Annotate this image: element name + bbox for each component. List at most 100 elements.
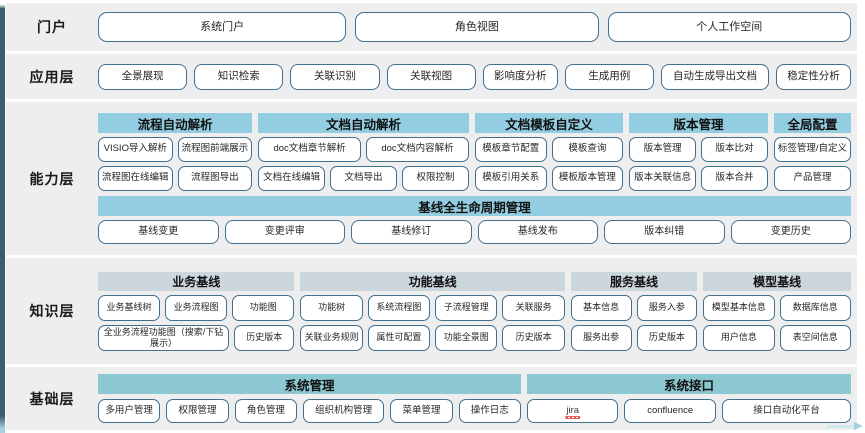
lifecycle-item-change-history[interactable]: 变更历史 [730, 220, 851, 244]
capability-row: 模板引用关系 模板版本管理 [474, 166, 624, 191]
know-item-business-baseline-tree[interactable]: 业务基线树 [98, 294, 161, 321]
knowledge-group-function-baseline: 功能树 系统流程图 子流程管理 关联服务 关联业务规则 属性可配置 功能全景图 … [300, 294, 565, 351]
know-item-tablespace-info[interactable]: 表空间信息 [779, 324, 851, 351]
lifecycle-item-version-correction[interactable]: 版本纠错 [604, 220, 725, 244]
know-item-user-info[interactable]: 用户信息 [703, 324, 775, 351]
know-item-service-output-params[interactable]: 服务出参 [570, 324, 632, 351]
capability-row: VISIO导入解析 流程图前端展示 [98, 137, 253, 162]
layer-capability: 能力层 流程自动解析 文档自动解析 文档模板自定义 版本管理 全局配置 VISI… [6, 102, 857, 255]
cap-item-version-mgmt[interactable]: 版本管理 [629, 137, 697, 162]
app-item-relation-recognition[interactable]: 关联识别 [290, 63, 380, 90]
base-item-interface-automation-platform[interactable]: 接口自动化平台 [721, 399, 851, 423]
application-item-row: 全景展现 知识检索 关联识别 关联视图 影响度分析 生成用例 自动生成导出文档 … [98, 63, 851, 90]
portal-item-role-view[interactable]: 角色视图 [355, 12, 599, 42]
cap-item-version-compare[interactable]: 版本比对 [701, 137, 768, 162]
cap-item-permission-control[interactable]: 权限控制 [402, 166, 469, 191]
layer-label-portal: 门户 [37, 19, 67, 35]
cap-item-template-query[interactable]: 模板查询 [551, 137, 624, 162]
capability-groups: VISIO导入解析 流程图前端展示 流程图在线编辑 流程图导出 doc文档章节解… [98, 137, 851, 191]
cap-item-visio-import-parse[interactable]: VISIO导入解析 [98, 137, 173, 162]
capability-row: 模板章节配置 模板查询 [474, 137, 624, 162]
cap-item-template-chapter-config[interactable]: 模板章节配置 [474, 137, 547, 162]
lifecycle-item-baseline-revision[interactable]: 基线修订 [351, 220, 472, 244]
cap-item-version-relation-info[interactable]: 版本关联信息 [629, 166, 697, 191]
cap-item-flowchart-online-edit[interactable]: 流程图在线编辑 [98, 166, 173, 191]
knowledge-row: 模型基本信息 数据库信息 [703, 294, 851, 321]
cap-item-tag-mgmt-custom[interactable]: 标签管理/自定义 [773, 137, 851, 162]
lifecycle-item-change-review[interactable]: 变更评审 [224, 220, 345, 244]
foundation-group-system-interface: 系统接口 jira confluence 接口自动化平台 [526, 374, 851, 423]
portal-item-row: 系统门户 角色视图 个人工作空间 [98, 12, 851, 42]
lifecycle-item-baseline-change[interactable]: 基线变更 [98, 220, 219, 244]
portal-item-system-portal[interactable]: 系统门户 [98, 12, 347, 42]
foundation-group-title-system-management: 系统管理 [98, 374, 521, 394]
app-item-generate-case[interactable]: 生成用例 [564, 63, 654, 90]
layer-application: 应用层 全景展现 知识检索 关联识别 关联视图 影响度分析 生成用例 自动生成导… [6, 54, 857, 99]
arrow-head [854, 422, 863, 430]
capability-group-header-row: 流程自动解析 文档自动解析 文档模板自定义 版本管理 全局配置 [98, 113, 851, 133]
lifecycle-item-baseline-release[interactable]: 基线发布 [477, 220, 598, 244]
know-item-function-tree[interactable]: 功能树 [300, 294, 363, 321]
knowledge-group-header-row: 业务基线 功能基线 服务基线 模型基线 [98, 271, 851, 291]
know-item-function-diagram[interactable]: 功能图 [232, 294, 295, 321]
know-item-business-flowchart[interactable]: 业务流程图 [165, 294, 228, 321]
know-item-basic-info[interactable]: 基本信息 [570, 294, 632, 321]
cap-item-doc-online-edit[interactable]: 文档在线编辑 [258, 166, 326, 191]
knowledge-group-model-baseline: 模型基本信息 数据库信息 用户信息 表空间信息 [703, 294, 851, 351]
cap-item-flowchart-export[interactable]: 流程图导出 [177, 166, 253, 191]
layer-body-portal: 系统门户 角色视图 个人工作空间 [98, 3, 857, 51]
capability-row: 标签管理/自定义 [773, 137, 851, 162]
base-item-confluence[interactable]: confluence [624, 399, 716, 423]
app-item-knowledge-search[interactable]: 知识检索 [194, 63, 284, 90]
knowledge-group-service-baseline: 基本信息 服务入参 服务出参 历史版本 [570, 294, 698, 351]
base-item-operation-log[interactable]: 操作日志 [458, 399, 521, 423]
base-item-multi-user-mgmt[interactable]: 多用户管理 [98, 399, 161, 423]
know-item-attribute-configurable[interactable]: 属性可配置 [367, 324, 431, 351]
app-item-auto-export-doc[interactable]: 自动生成导出文档 [660, 63, 770, 90]
know-item-related-service[interactable]: 关联服务 [502, 294, 565, 321]
layer-foundation: 基础层 系统管理 多用户管理 权限管理 角色管理 组织机构管理 菜单管理 操作日… [6, 367, 857, 430]
know-item-function-history-version[interactable]: 历史版本 [502, 324, 565, 351]
base-item-menu-mgmt[interactable]: 菜单管理 [390, 399, 453, 423]
base-item-jira[interactable]: jira [526, 399, 619, 423]
know-item-system-flowchart[interactable]: 系统流程图 [367, 294, 431, 321]
cap-item-version-merge[interactable]: 版本合并 [701, 166, 768, 191]
base-item-permission-mgmt[interactable]: 权限管理 [166, 399, 229, 423]
cap-item-doc-export[interactable]: 文档导出 [330, 166, 397, 191]
cap-item-doc-content-parse[interactable]: doc文档内容解析 [366, 137, 469, 162]
capability-group-title-version-mgmt: 版本管理 [629, 113, 768, 133]
knowledge-group-title-service-baseline: 服务基线 [570, 271, 698, 291]
foundation-group-system-management: 系统管理 多用户管理 权限管理 角色管理 组织机构管理 菜单管理 操作日志 [98, 374, 521, 423]
cap-item-template-reference-relation[interactable]: 模板引用关系 [474, 166, 547, 191]
know-item-history-version[interactable]: 历史版本 [234, 324, 295, 351]
jira-label: jira [565, 404, 580, 420]
base-item-org-structure-mgmt[interactable]: 组织机构管理 [302, 399, 385, 423]
cap-item-doc-chapter-parse[interactable]: doc文档章节解析 [258, 137, 362, 162]
capability-row: doc文档章节解析 doc文档内容解析 [258, 137, 469, 162]
layer-label-application: 应用层 [29, 68, 75, 85]
cap-item-template-version-mgmt[interactable]: 模板版本管理 [551, 166, 624, 191]
know-item-database-info[interactable]: 数据库信息 [779, 294, 851, 321]
know-item-full-business-process-function-diagram[interactable]: 全业务流程功能图（搜索/下钻展示） [98, 324, 230, 351]
layer-label-knowledge: 知识层 [29, 303, 75, 319]
knowledge-row: 基本信息 服务入参 [570, 294, 698, 321]
know-item-model-basic-info[interactable]: 模型基本信息 [703, 294, 775, 321]
know-item-related-business-rule[interactable]: 关联业务规则 [300, 324, 363, 351]
layer-label-capability: 能力层 [29, 170, 75, 187]
app-item-impact-analysis[interactable]: 影响度分析 [482, 63, 558, 90]
portal-item-personal-workspace[interactable]: 个人工作空间 [607, 12, 851, 42]
app-item-relation-view[interactable]: 关联视图 [386, 63, 476, 90]
know-item-function-panorama[interactable]: 功能全景图 [435, 324, 498, 351]
app-item-panorama[interactable]: 全景展现 [98, 63, 188, 90]
cap-item-product-mgmt[interactable]: 产品管理 [773, 166, 851, 191]
cap-item-flowchart-frontend-display[interactable]: 流程图前端展示 [177, 137, 253, 162]
knowledge-row: 功能树 系统流程图 子流程管理 关联服务 [300, 294, 565, 321]
app-item-stability-analysis[interactable]: 稳定性分析 [776, 63, 851, 90]
base-item-role-mgmt[interactable]: 角色管理 [234, 399, 297, 423]
knowledge-group-business-baseline: 业务基线树 业务流程图 功能图 全业务流程功能图（搜索/下钻展示） 历史版本 [98, 294, 295, 351]
know-item-service-input-params[interactable]: 服务入参 [636, 294, 698, 321]
know-item-subprocess-mgmt[interactable]: 子流程管理 [435, 294, 498, 321]
knowledge-row: 全业务流程功能图（搜索/下钻展示） 历史版本 [98, 324, 295, 351]
know-item-service-history-version[interactable]: 历史版本 [636, 324, 698, 351]
